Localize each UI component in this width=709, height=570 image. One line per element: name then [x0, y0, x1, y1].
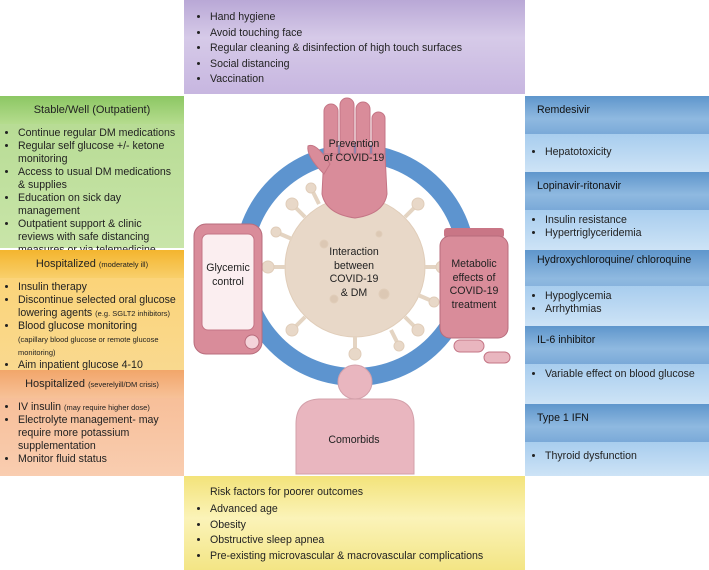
drug-remdesivir-heading: Remdesivir: [525, 96, 709, 134]
list-item: Obesity: [210, 518, 525, 534]
glucose-meter-icon: [193, 223, 263, 355]
list-item: Education on sick day management: [18, 192, 180, 218]
virus-icon: [261, 173, 449, 361]
list-item: Regular cleaning & disinfection of high …: [210, 41, 525, 57]
prevention-list: Hand hygiene Avoid touching face Regular…: [184, 0, 525, 88]
hospitalized-severe-box: IV insulin (may require higher dose) Ele…: [0, 398, 184, 476]
drug-il6-heading: IL-6 inhibitor: [525, 326, 709, 364]
list-item: Regular self glucose +/- ketone monitori…: [18, 140, 180, 166]
list-item: Vaccination: [210, 72, 525, 88]
risk-factors-heading: Risk factors for poorer outcomes: [210, 486, 364, 498]
person-icon: [295, 364, 415, 475]
hand-icon: [307, 97, 388, 219]
drug-lopinavir-effects: Insulin resistance Hypertriglyceridemia: [525, 210, 709, 250]
hospitalized-severe-heading: Hospitalized (severelyill/DM crisis): [0, 370, 184, 398]
hospitalized-moderate-heading: Hospitalized (moderately ill): [0, 250, 184, 278]
hospitalized-moderate-box: Insulin therapy Discontinue selected ora…: [0, 278, 184, 384]
drug-lopinavir-heading: Lopinavir-ritonavir: [525, 172, 709, 210]
list-item: Variable effect on blood glucose: [545, 368, 709, 381]
list-item: Hepatotoxicity: [545, 146, 709, 159]
list-item: Blood glucose monitoring(capillary blood…: [18, 320, 180, 359]
list-item: Insulin therapy: [18, 281, 180, 294]
stable-outpatient-box: Continue regular DM medications Regular …: [0, 124, 184, 256]
metabolic-effects-label: Metabolic effects of COVID-19 treatment: [449, 258, 499, 311]
list-item: Hand hygiene: [210, 10, 525, 26]
list-item: Insulin resistance: [545, 214, 709, 227]
list-item: Monitor fluid status: [18, 453, 180, 466]
heading-note: (moderately ill): [98, 260, 149, 269]
list-item: Electrolyte management- may require more…: [18, 414, 180, 453]
list-item: IV insulin (may require higher dose): [18, 401, 180, 414]
risk-factors-list: Advanced age Obesity Obstructive sleep a…: [184, 500, 525, 564]
list-item: Arrhythmias: [545, 303, 709, 316]
drug-remdesivir-effects: Hepatotoxicity: [525, 134, 709, 172]
drug-hydroxychloroquine-effects: Hypoglycemia Arrhythmias: [525, 286, 709, 326]
heading-note: (severelyill/DM crisis): [88, 380, 159, 389]
stable-outpatient-heading: Stable/Well (Outpatient): [0, 96, 184, 124]
interaction-label: Interaction between COVID-19 & DM: [329, 246, 379, 299]
drug-ifn-effects: Thyroid dysfunction: [525, 442, 709, 476]
list-item: Continue regular DM medications: [18, 127, 180, 140]
prevention-measures-box: Hand hygiene Avoid touching face Regular…: [184, 0, 525, 94]
heading-text: Hospitalized: [35, 258, 96, 270]
prevention-label: Prevention of COVID-19: [323, 138, 385, 164]
list-item: Hypoglycemia: [545, 290, 709, 303]
comorbids-label: Comorbids: [328, 434, 380, 446]
risk-factors-box: Risk factors for poorer outcomes Advance…: [184, 476, 525, 570]
medicine-bottle-icon: [439, 228, 511, 364]
central-illustration: [193, 97, 511, 475]
list-item: Access to usual DM medications & supplie…: [18, 166, 180, 192]
glycemic-control-label: Glycemic control: [206, 262, 250, 288]
heading-text: Hospitalized: [25, 378, 85, 390]
list-item: Avoid touching face: [210, 26, 525, 42]
list-item: Obstructive sleep apnea: [210, 533, 525, 549]
list-item: Social distancing: [210, 57, 525, 73]
drug-il6-effects: Variable effect on blood glucose: [525, 364, 709, 404]
list-item: Hypertriglyceridemia: [545, 227, 709, 240]
list-item: Advanced age: [210, 502, 525, 518]
list-item: Pre-existing microvascular & macrovascul…: [210, 549, 525, 565]
drug-ifn-heading: Type 1 IFN: [525, 404, 709, 442]
list-item: Thyroid dysfunction: [545, 450, 709, 463]
list-item: Discontinue selected oral glucose loweri…: [18, 294, 180, 320]
